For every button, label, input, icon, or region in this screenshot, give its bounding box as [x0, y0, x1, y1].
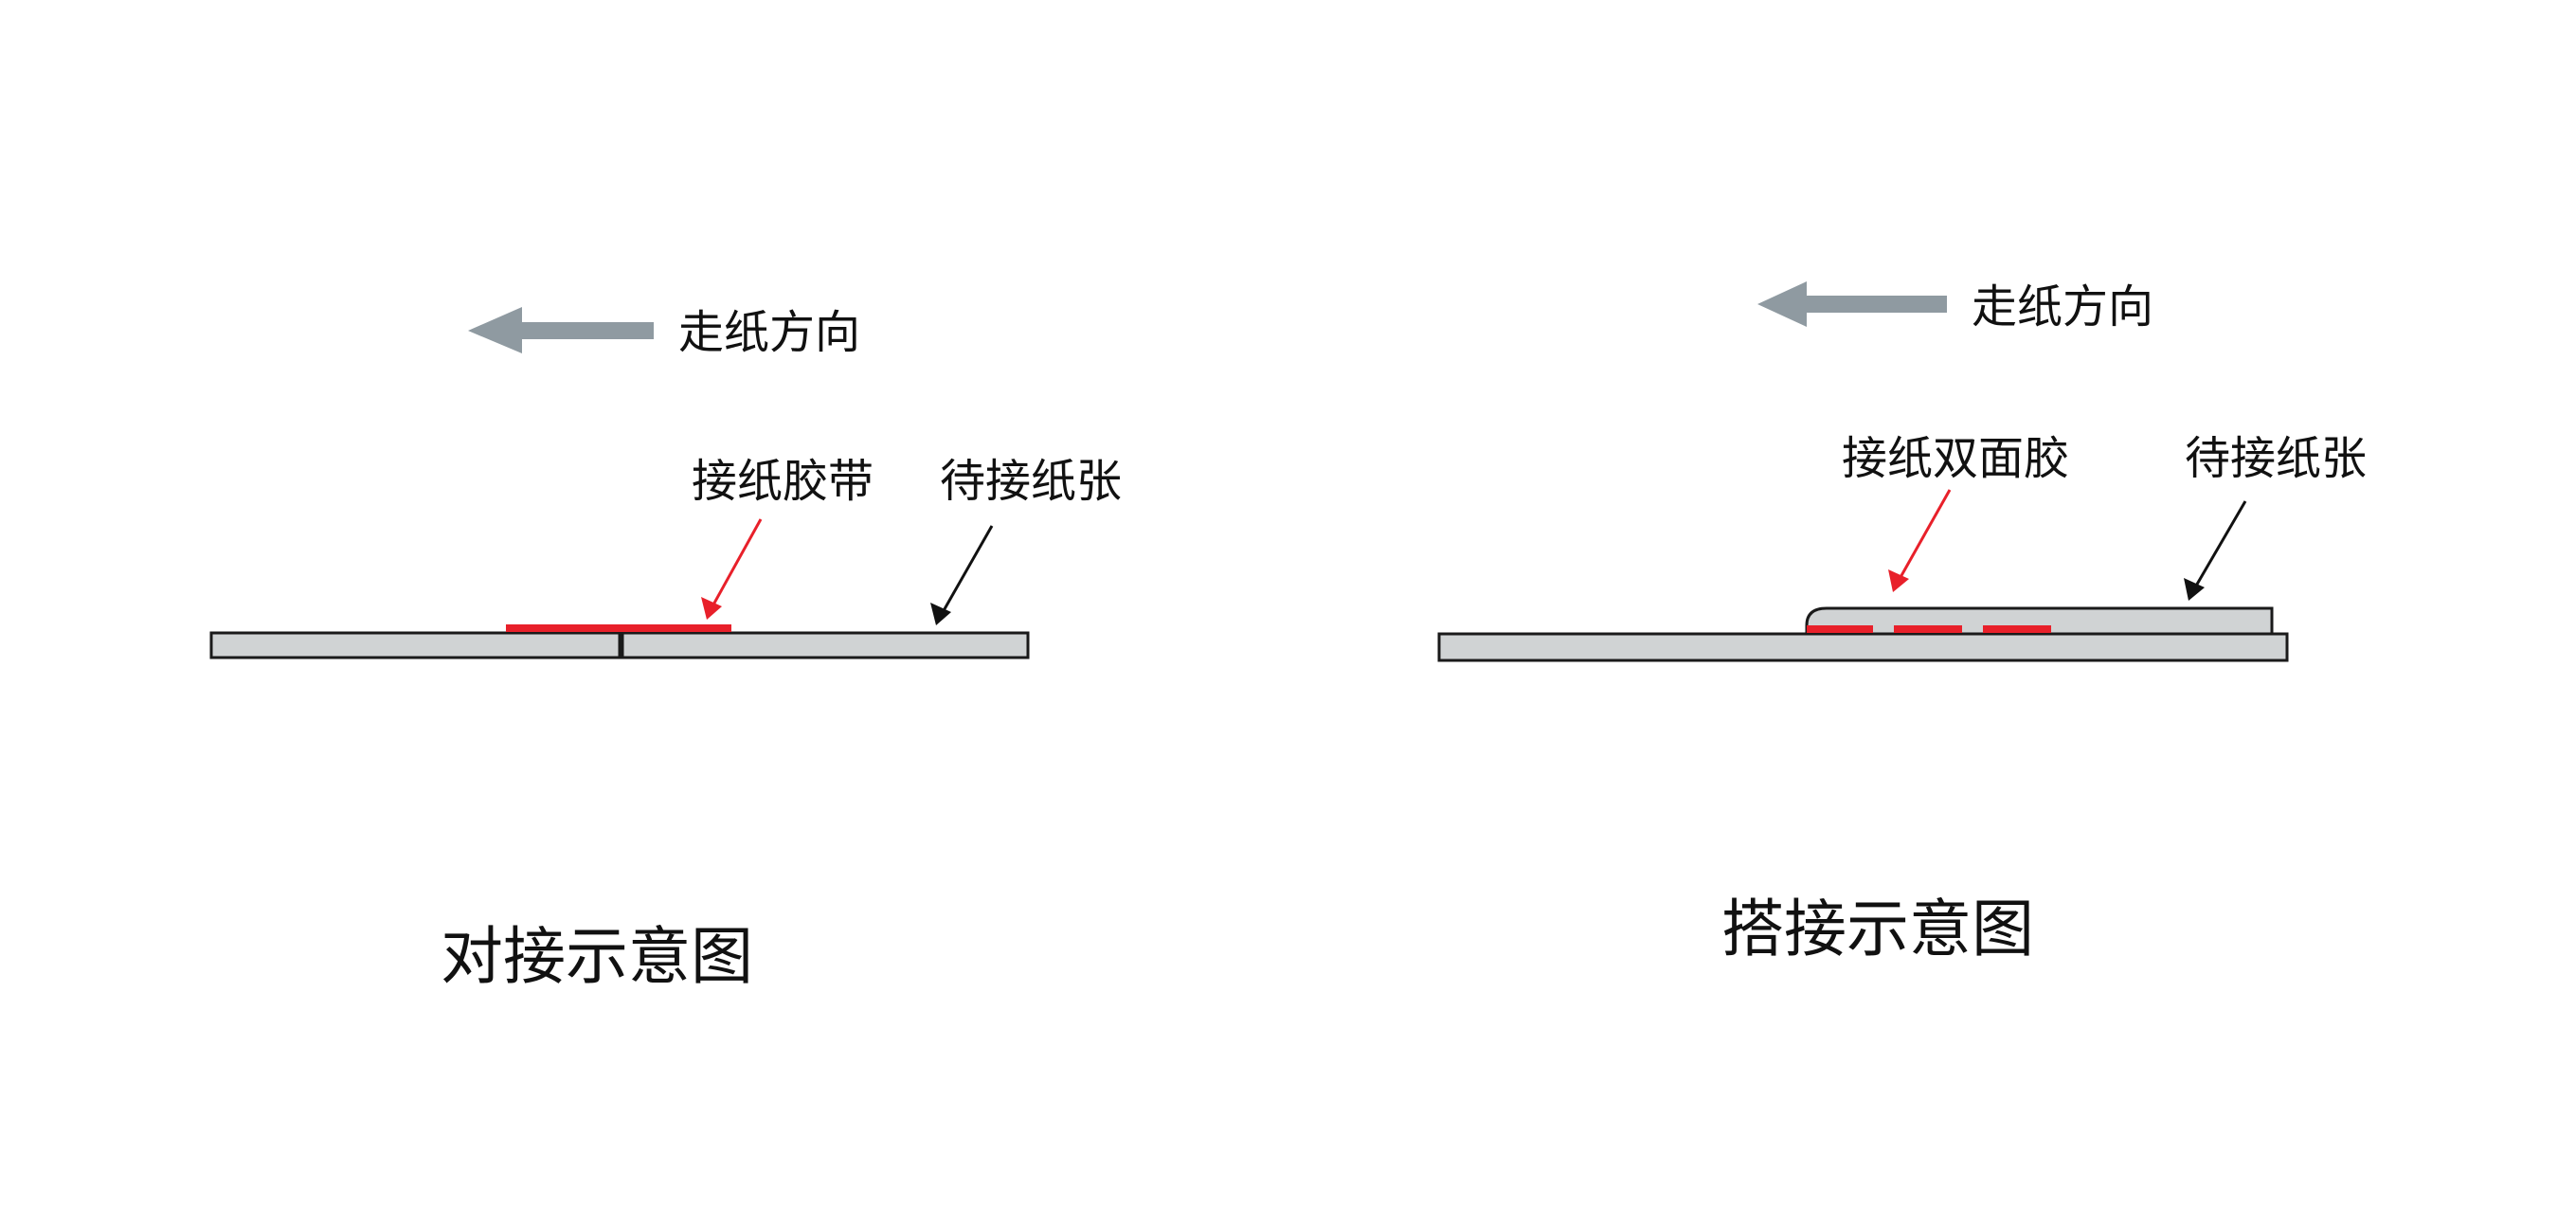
butt-joint-diagram: 走纸方向 接纸胶带 待接纸张 对接示意图: [209, 306, 1122, 993]
feed-direction-arrow-icon: [468, 307, 654, 353]
incoming-paper-sheet: [621, 631, 1030, 659]
lower-paper-sheet: [209, 631, 621, 659]
lap-joint-diagram: 走纸方向 接纸双面胶 待接纸张 搭接示意图: [1437, 280, 2367, 965]
double-sided-tape-segment: [1983, 625, 2051, 633]
tape-label: 接纸胶带: [692, 455, 874, 508]
tape-pointer-arrow-icon: [1888, 489, 1952, 592]
double-sided-tape-segment: [1807, 625, 1873, 633]
sheet-label: 待接纸张: [2185, 432, 2367, 485]
sheet-label: 待接纸张: [940, 455, 1122, 508]
butt-joint-title: 对接示意图: [441, 920, 753, 993]
lap-joint-title: 搭接示意图: [1721, 893, 2034, 965]
tape-label: 接纸双面胶: [1842, 432, 2069, 485]
sheet-pointer-arrow-icon: [930, 525, 994, 625]
splice-tape: [506, 624, 731, 632]
lower-paper-sheet: [1437, 632, 2289, 662]
feed-direction-arrow-icon: [1757, 281, 1947, 327]
double-sided-tape-segment: [1894, 625, 1962, 633]
feed-direction-label: 走纸方向: [678, 306, 860, 359]
tape-pointer-arrow-icon: [701, 518, 763, 620]
sheet-pointer-arrow-icon: [2184, 500, 2247, 601]
feed-direction-label: 走纸方向: [1972, 280, 2153, 334]
